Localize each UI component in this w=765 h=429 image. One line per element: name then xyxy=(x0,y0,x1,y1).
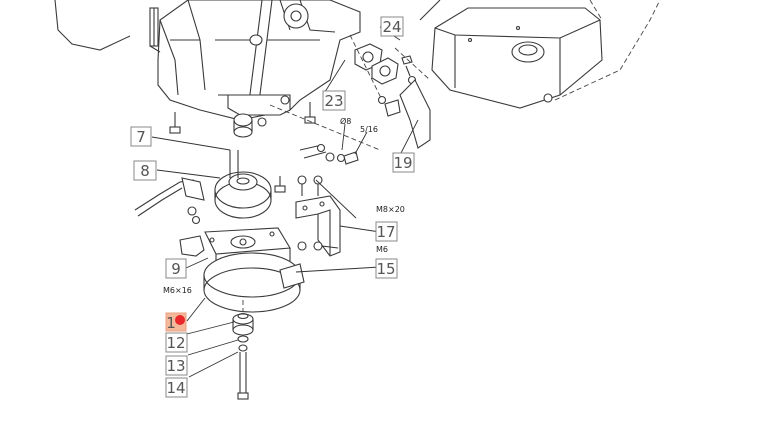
callout-label: 7 xyxy=(136,128,146,146)
spacer-and-bolt xyxy=(232,300,254,400)
callout-label: 19 xyxy=(393,154,412,172)
callout-box xyxy=(322,90,346,111)
callout-19[interactable]: 19 xyxy=(392,152,415,173)
exhaust-gaskets xyxy=(269,34,431,165)
callout-7[interactable]: 7 xyxy=(130,126,152,147)
callout-17[interactable]: 17 xyxy=(375,221,398,242)
callout-box xyxy=(375,221,398,242)
callout-14[interactable]: 14 xyxy=(165,377,188,398)
dim-label-m8x20: M8×20 xyxy=(376,205,405,214)
callout-label: 24 xyxy=(382,18,401,36)
callout-label: 23 xyxy=(324,92,343,110)
callout-label: 1 xyxy=(166,314,176,332)
callout-10-highlighted[interactable]: 1 xyxy=(165,312,187,332)
callout-label: 17 xyxy=(376,223,395,241)
callout-label: 12 xyxy=(166,334,185,352)
callout-box xyxy=(165,332,188,353)
leader-lines xyxy=(151,26,419,378)
callout-12[interactable]: 12 xyxy=(165,332,188,353)
callout-13[interactable]: 13 xyxy=(165,355,188,376)
muffler xyxy=(399,0,661,149)
callout-box xyxy=(165,355,188,376)
callout-label: 14 xyxy=(166,379,185,397)
engine-block xyxy=(54,0,361,138)
red-marker-dot xyxy=(175,315,185,325)
callout-box xyxy=(165,258,187,279)
dimension-labels: Ø8 5/16 M8×20 M6 M6×16 xyxy=(163,116,405,295)
callout-box xyxy=(375,258,398,279)
callout-23[interactable]: 23 xyxy=(322,90,346,111)
callout-8[interactable]: 8 xyxy=(133,160,157,181)
callout-label: 8 xyxy=(140,162,150,180)
pto-clutch xyxy=(179,227,305,313)
callout-box xyxy=(133,160,157,181)
callout-24[interactable]: 24 xyxy=(380,16,404,37)
pulley xyxy=(134,150,323,225)
callout-label: 9 xyxy=(171,260,181,278)
callout-box xyxy=(130,126,152,147)
callout-label: 15 xyxy=(376,260,395,278)
callout-box xyxy=(380,16,404,37)
dim-label-m6: M6 xyxy=(376,245,388,254)
callout-box xyxy=(392,152,415,173)
dim-label-d8: Ø8 xyxy=(340,116,351,126)
callout-box xyxy=(165,377,188,398)
callout-label: 13 xyxy=(166,357,185,375)
dim-label-5-16: 5/16 xyxy=(360,125,378,134)
bracket xyxy=(295,195,341,257)
callout-9[interactable]: 9 xyxy=(165,258,187,279)
callout-15[interactable]: 15 xyxy=(375,258,398,279)
dim-label-m6x16: M6×16 xyxy=(163,286,192,295)
